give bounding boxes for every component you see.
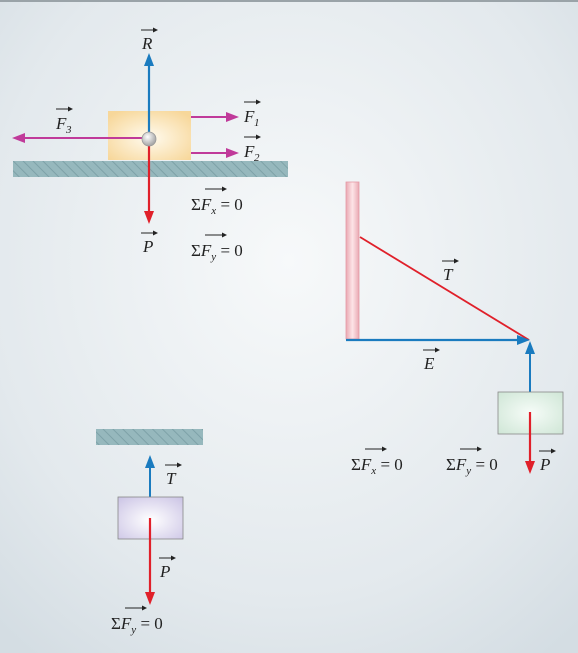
wall-pole: [345, 181, 360, 340]
equation-sum-fx-2: ΣFx = 0: [351, 446, 403, 477]
ceiling-surface: [96, 429, 203, 445]
svg-text:ΣFy = 0: ΣFy = 0: [111, 614, 163, 636]
svg-text:ΣFx = 0: ΣFx = 0: [351, 455, 403, 477]
label-r: R: [141, 27, 158, 53]
tension-line: [359, 236, 530, 341]
top-border: [0, 0, 578, 2]
svg-text:P: P: [159, 562, 170, 581]
label-e: E: [423, 347, 440, 373]
svg-text:R: R: [141, 34, 153, 53]
label-f2: F 2: [243, 134, 261, 164]
equation-sum-fy-1: ΣFy = 0: [191, 232, 243, 263]
equation-sum-fy-2: ΣFy = 0: [446, 446, 498, 477]
figure-block-on-surface: R P F 3 F 1 F 2 ΣFx = 0: [12, 27, 288, 263]
svg-text:P: P: [539, 455, 550, 474]
svg-text:ΣFx = 0: ΣFx = 0: [191, 195, 243, 217]
equation-sum-fx-1: ΣFx = 0: [191, 186, 243, 217]
svg-text:T: T: [166, 469, 177, 488]
label-f3: F 3: [55, 106, 73, 136]
svg-text:P: P: [142, 237, 153, 256]
force-p-arrow-2: [525, 412, 535, 474]
force-e-arrow: [346, 335, 530, 345]
application-point: [141, 131, 157, 147]
svg-text:T: T: [443, 265, 454, 284]
figure-hanging-from-wall: T E P ΣFx = 0 ΣFy = 0: [345, 181, 564, 477]
label-p-3: P: [159, 555, 176, 581]
ground-surface: [13, 161, 288, 177]
force-p-arrow: [144, 140, 154, 224]
force-p-arrow-3: [145, 518, 155, 605]
svg-text:1: 1: [254, 117, 260, 129]
label-t-2: T: [442, 258, 459, 284]
svg-text:ΣFy = 0: ΣFy = 0: [446, 455, 498, 477]
svg-text:F: F: [55, 114, 67, 133]
label-t-3: T: [165, 462, 182, 488]
force-f2-arrow: [191, 148, 239, 158]
svg-text:F: F: [243, 107, 255, 126]
svg-text:E: E: [423, 354, 435, 373]
figure-hanging-from-ceiling: T P ΣFy = 0: [96, 429, 203, 636]
svg-text:3: 3: [65, 124, 72, 136]
label-f1: F 1: [243, 99, 261, 129]
equation-sum-fy-3: ΣFy = 0: [111, 605, 163, 636]
force-f3-arrow: [12, 133, 147, 143]
force-t-arrow-3: [145, 455, 155, 497]
svg-text:2: 2: [254, 152, 260, 164]
label-p-2: P: [539, 448, 556, 474]
force-r-arrow: [144, 53, 154, 138]
label-p-1: P: [141, 230, 158, 256]
svg-text:F: F: [243, 142, 255, 161]
force-t-vertical-arrow: [525, 341, 535, 392]
svg-text:ΣFy = 0: ΣFy = 0: [191, 241, 243, 263]
force-f1-arrow: [191, 112, 239, 122]
